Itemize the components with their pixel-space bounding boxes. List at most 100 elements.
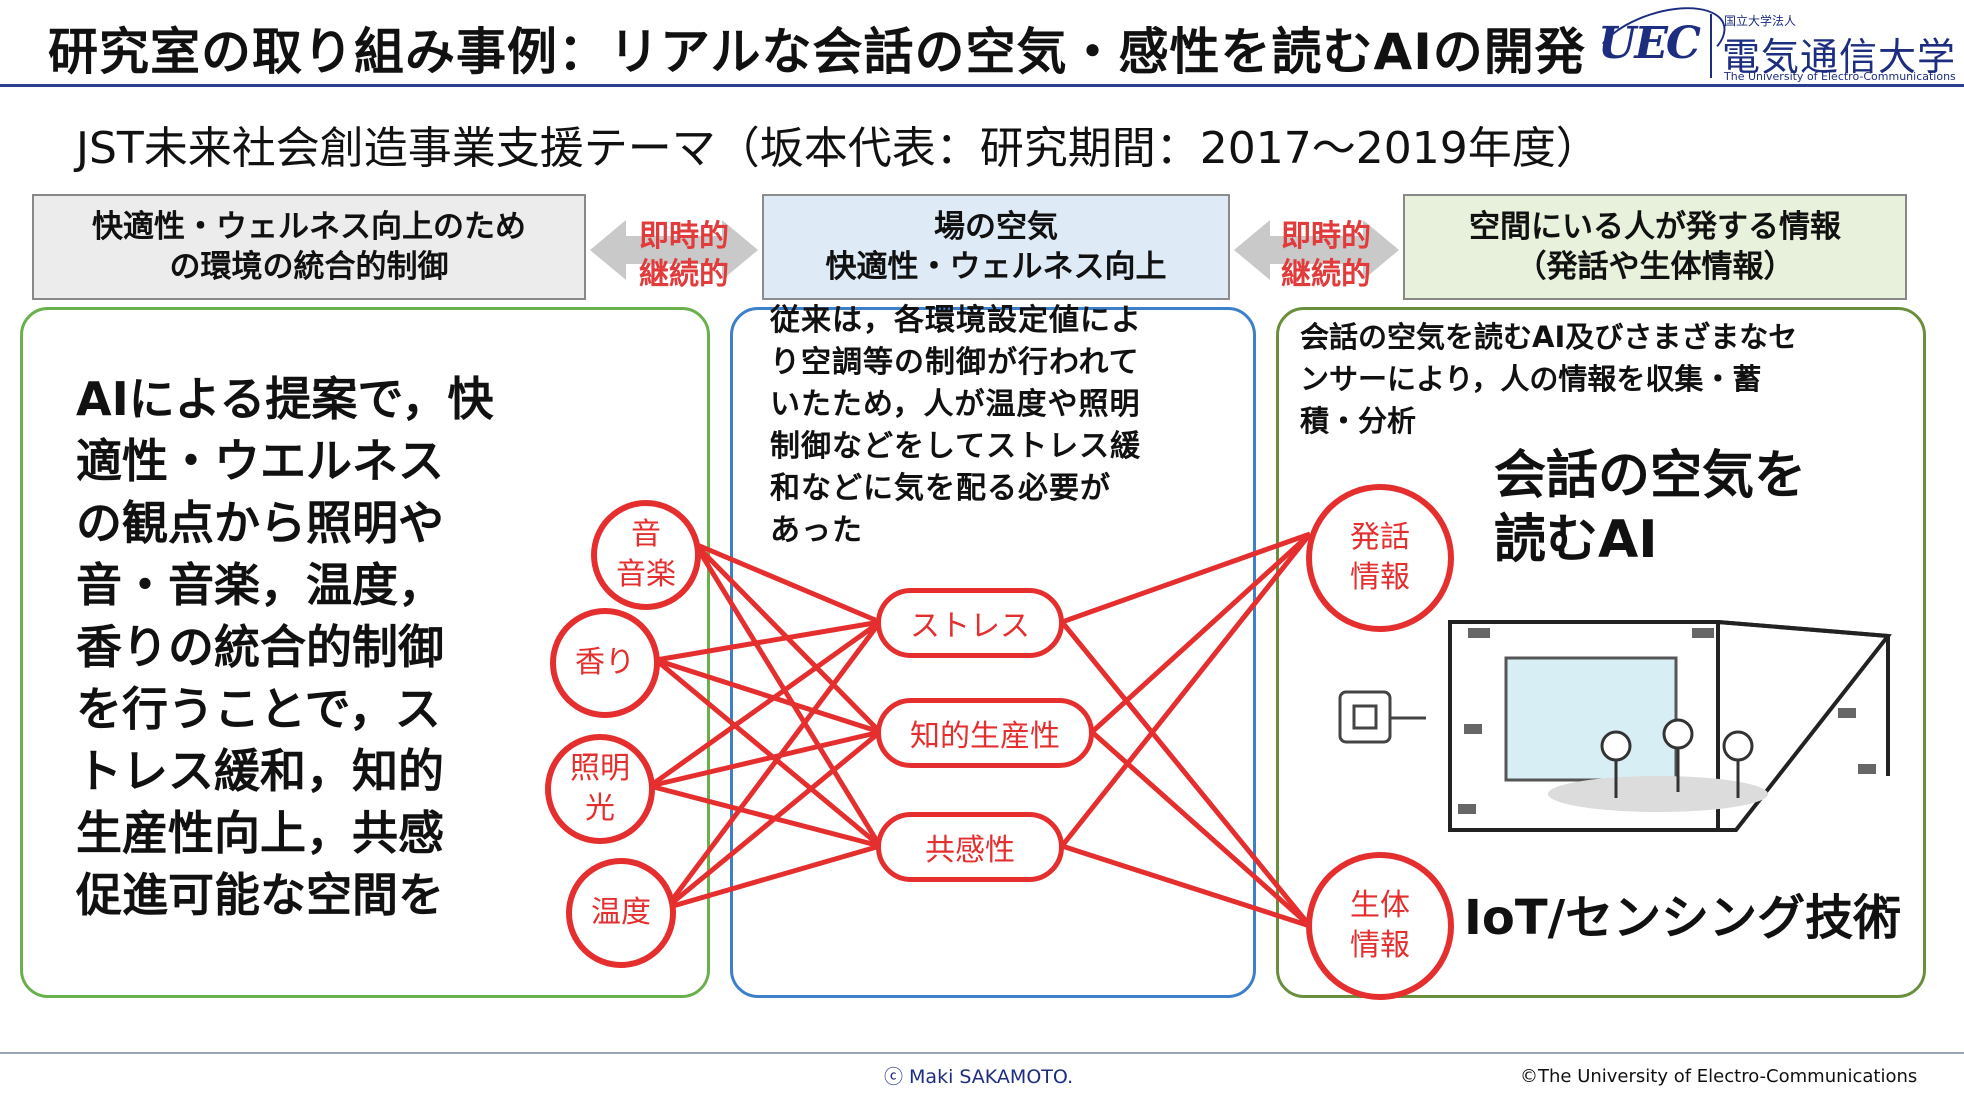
center-text-line: 和などに気を配る必要が — [770, 471, 1111, 506]
left-panel-text: AIによる提案で，快 適性・ウエルネス の観点から照明や 音・音楽，温度， 香り… — [76, 368, 556, 926]
right-text-line: 会話の空気を読むAI及びさまざまなセ — [1300, 320, 1798, 354]
node-speech-line1: 発話 — [1350, 520, 1410, 555]
edge-left-center — [692, 542, 883, 848]
logo-university-name: 電気通信大学 — [1722, 35, 1957, 79]
sensor-icon — [1692, 628, 1714, 638]
panel-center — [730, 307, 1256, 998]
logo-english-name: The University of Electro-Communications — [1724, 70, 1956, 83]
left-text-line: を行うことで，ス — [76, 682, 441, 736]
box-environment-control-line2: の環境の統合的制御 — [169, 249, 449, 285]
node-lighting-line1: 照明 — [570, 751, 630, 786]
right-panel-text: 会話の空気を読むAI及びさまざまなセ ンサーにより，人の情報を収集・蓄 積・分析 — [1300, 316, 1910, 442]
uec-logo: UEC 国立大学法人 電気通信大学 The University of Elec… — [1585, 0, 1956, 98]
center-text-line: り空調等の制御が行われて — [770, 345, 1140, 380]
center-text-line: 制御などをしてストレス緩 — [770, 429, 1142, 464]
right-text-line: 積・分析 — [1300, 404, 1417, 438]
left-text-line: トレス緩和，知的 — [76, 744, 444, 798]
node-sound-line2: 音楽 — [616, 557, 676, 592]
left-text-line: 促進可能な空間を — [76, 868, 444, 922]
edge-center-right — [1090, 730, 1312, 928]
sensor-icon — [1858, 764, 1876, 774]
box-person-info: 空間にいる人が発する情報 （発話や生体情報） — [1403, 194, 1907, 300]
floor-shadow — [1548, 776, 1768, 812]
node-lighting: 照明 光 — [545, 734, 655, 844]
box-environment-control: 快適性・ウェルネス向上のため の環境の統合的制御 — [32, 194, 586, 300]
left-text-line: AIによる提案で，快 — [76, 372, 494, 426]
arrow-right-label-line1: 即時的 — [1281, 219, 1371, 254]
ai-heading-line1: 会話の空気を — [1494, 446, 1807, 506]
room-frame — [1448, 620, 1892, 832]
box-atmosphere-line2: 快適性・ウェルネス向上 — [825, 249, 1167, 285]
panel-right — [1276, 307, 1926, 998]
footer-divider — [0, 1052, 1964, 1054]
box-atmosphere: 場の空気 快適性・ウェルネス向上 — [762, 194, 1230, 300]
edge-left-center — [655, 657, 881, 735]
edge-left-center — [664, 730, 882, 910]
sensor-icon — [1838, 708, 1856, 718]
node-empathy: 共感性 — [876, 812, 1064, 882]
left-text-line: 生産性向上，共感 — [76, 806, 444, 860]
header-divider — [0, 84, 1964, 87]
sensor-icon — [1458, 804, 1476, 814]
center-text-line: いたため，人が温度や照明 — [770, 387, 1141, 422]
edge-left-center — [654, 658, 882, 848]
left-text-line: の観点から照明や — [76, 496, 444, 550]
edge-center-right — [1060, 620, 1312, 928]
edge-center-right — [1061, 531, 1311, 625]
subtitle: JST未来社会創造事業支援テーマ（坂本代表：研究期間：2017〜2019年度） — [76, 123, 1600, 174]
node-biometric-info: 生体 情報 — [1306, 852, 1454, 1000]
page-title: 研究室の取り組み事例：リアルな会話の空気・感性を読むAIの開発 — [48, 23, 1586, 81]
center-panel-text: 従来は，各環境設定値によ り空調等の制御が行われて いたため，人が温度や照明 制… — [770, 300, 1210, 552]
node-productivity: 知的生産性 — [876, 698, 1094, 768]
left-text-line: 適性・ウエルネス — [76, 434, 444, 488]
node-speech-info: 発話 情報 — [1306, 484, 1454, 632]
node-bio-line1: 生体 — [1350, 888, 1410, 923]
node-lighting-line2: 光 — [585, 791, 615, 826]
double-arrow-left — [590, 220, 758, 280]
box-environment-control-line1: 快適性・ウェルネス向上のため — [92, 209, 526, 245]
box-person-info-line2: （発話や生体情報） — [1515, 249, 1795, 285]
node-sound-line1: 音 — [631, 517, 661, 552]
node-stress: ストレス — [876, 588, 1064, 658]
logo-separator — [1710, 14, 1712, 78]
sensor-icon — [1464, 724, 1482, 734]
center-text-line: あった — [770, 513, 863, 548]
edge-left-center — [665, 843, 881, 911]
edge-center-right — [1060, 532, 1312, 848]
node-temperature-line1: 温度 — [591, 895, 651, 930]
box-person-info-line1: 空間にいる人が発する情報 — [1469, 209, 1841, 245]
edge-left-center — [694, 541, 881, 625]
center-text-line: 従来は，各環境設定値によ — [770, 303, 1142, 338]
arrow-left-label: 即時的 継続的 — [628, 218, 740, 294]
edge-left-center — [648, 619, 882, 789]
smart-room-illustration — [1338, 620, 1892, 832]
ai-chip-core — [1352, 704, 1378, 730]
footer-copyright: ©The University of Electro-Communication… — [1520, 1066, 1918, 1087]
edge-left-center — [649, 783, 881, 849]
screen-icon — [1504, 656, 1678, 782]
edge-left-center — [655, 619, 881, 663]
logo-small-text: 国立大学法人 — [1724, 14, 1797, 28]
node-sound: 音 音楽 — [591, 500, 701, 610]
node-bio-line2: 情報 — [1350, 928, 1410, 963]
sensor-icon — [1468, 628, 1490, 638]
edge-center-right — [1090, 532, 1312, 734]
arrow-left-label-line1: 即時的 — [639, 219, 729, 254]
arrow-right-label: 即時的 継続的 — [1270, 218, 1382, 294]
box-atmosphere-line1: 場の空気 — [934, 209, 1058, 245]
right-text-line: ンサーにより，人の情報を収集・蓄 — [1300, 362, 1762, 396]
node-temperature: 温度 — [566, 858, 676, 968]
double-arrow-right — [1234, 220, 1399, 280]
left-text-line: 香りの統合的制御 — [76, 620, 444, 674]
ai-heading-line2: 読むAI — [1494, 510, 1658, 570]
arrow-left-label-line2: 継続的 — [639, 257, 729, 292]
arrow-right-label-line2: 継続的 — [1281, 257, 1371, 292]
room-edge — [1717, 620, 1889, 638]
footer-credit: ⓒ Maki SAKAMOTO. — [884, 1066, 1074, 1088]
double-arrow-right-shape — [1234, 220, 1399, 280]
node-scent: 香り — [550, 608, 660, 718]
iot-label: IoT/センシング技術 — [1464, 890, 1902, 946]
left-text-line: 音・音楽，温度， — [76, 558, 444, 612]
node-scent-line1: 香り — [575, 645, 635, 680]
